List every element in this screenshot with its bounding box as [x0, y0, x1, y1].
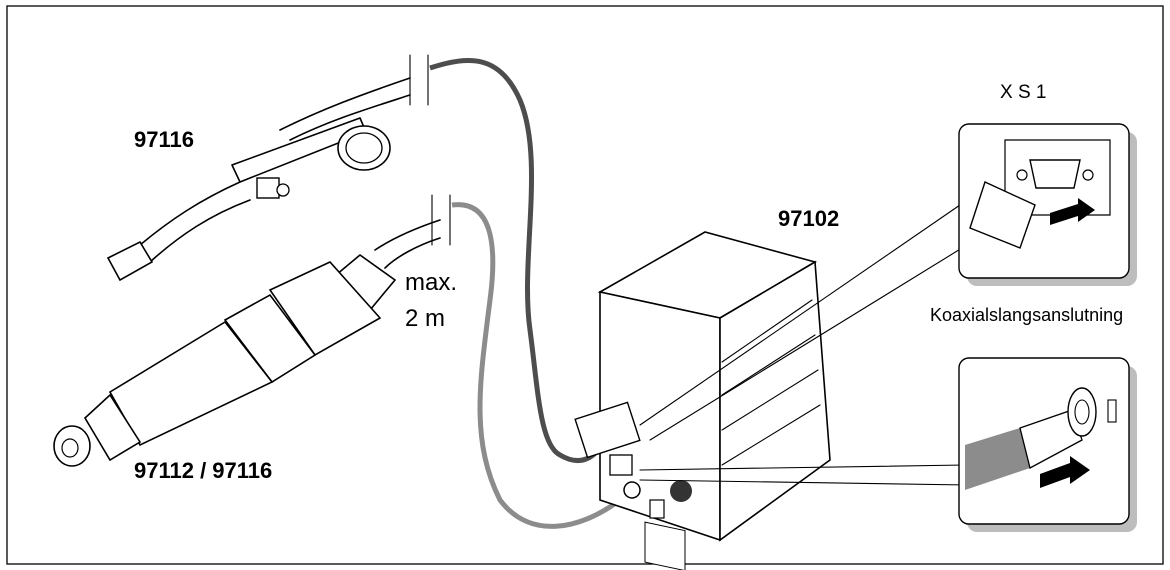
probe-bottom-drawing	[53, 219, 441, 467]
probe-top-drawing	[106, 77, 411, 282]
label-connector-coax: Koaxialslangsanslutning	[930, 305, 1123, 325]
label-station: 97102	[778, 206, 839, 231]
insert-arrow-icon	[1050, 198, 1095, 225]
diagram-frame	[6, 5, 1164, 565]
station-drawing	[574, 231, 831, 570]
cable-break-lower	[431, 194, 451, 246]
insert-arrow-coax-icon	[1040, 456, 1090, 488]
inset-xs1	[958, 123, 1137, 286]
label-probe-top: 97116	[134, 127, 194, 152]
cable-break-upper	[409, 54, 429, 106]
inset-coax	[958, 357, 1137, 532]
label-probe-bottom: 97112 / 97116	[134, 458, 272, 483]
label-connector-serial: X S 1	[1000, 82, 1046, 103]
label-cable-length-line1: max.	[405, 269, 457, 296]
label-cable-length-line2: 2 m	[405, 305, 445, 332]
probe-cable-upper	[429, 58, 603, 463]
leader-lines	[639, 204, 969, 486]
